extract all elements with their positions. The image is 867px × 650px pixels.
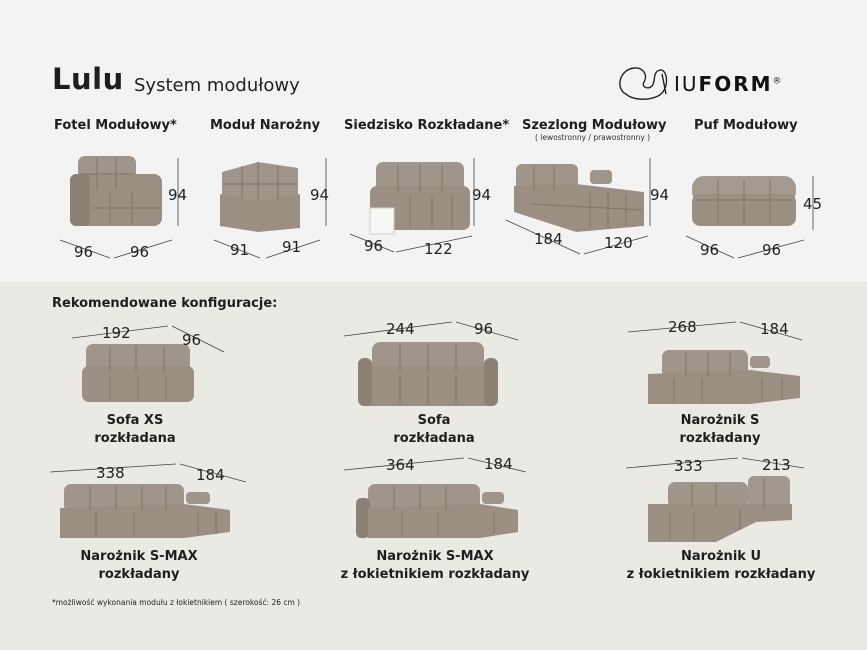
naroznik-s-max-lokietnik-dim-b: 184 <box>484 455 513 473</box>
config-naroznik-s-image <box>648 350 800 404</box>
config-name: Narożnik S-MAX <box>376 549 494 564</box>
fotel-width: 96 <box>130 243 150 261</box>
config-detail: rozkładany <box>98 567 180 582</box>
fotel-depth: 96 <box>74 243 94 261</box>
sofa-dim-b: 96 <box>474 320 494 338</box>
modules-panel <box>0 0 867 282</box>
naroznik-s-dim-b: 184 <box>760 320 789 338</box>
naroznik-u-dim-b: 213 <box>762 456 791 474</box>
szezlong-module-image <box>514 164 644 232</box>
naroznik-width: 91 <box>282 238 302 256</box>
siedzisko-module-image <box>369 162 470 235</box>
config-dimension-lines <box>49 321 805 483</box>
szezlong-depth: 184 <box>534 230 563 248</box>
config-detail: rozkładana <box>94 431 176 446</box>
config-label-naroznik-s-max: Narożnik S-MAX rozkładany <box>64 548 214 584</box>
config-sofa-image <box>358 342 498 406</box>
config-naroznik-s-max-image <box>60 484 230 538</box>
sofa-dim-a: 244 <box>386 320 415 338</box>
config-label-naroznik-u: Narożnik U z łokietnikiem rozkładany <box>606 548 836 584</box>
config-label-naroznik-s: Narożnik S rozkładany <box>650 412 790 448</box>
naroznik-s-dim-a: 268 <box>668 318 697 336</box>
page-title: Lulu <box>52 62 124 96</box>
config-name: Narożnik U <box>681 549 761 564</box>
module-title-fotel: Fotel Modułowy* <box>54 118 177 133</box>
sofa-xs-dim-b: 96 <box>182 331 202 349</box>
naroznik-s-max-lokietnik-dim-a: 364 <box>386 456 415 474</box>
config-name: Narożnik S-MAX <box>80 549 198 564</box>
config-label-sofa-xs: Sofa XS rozkładana <box>70 412 200 448</box>
config-name: Sofa <box>417 413 451 428</box>
siedzisko-height: 94 <box>472 186 492 204</box>
logo-text-prefix: IU <box>674 72 699 96</box>
config-detail: rozkładany <box>679 431 761 446</box>
naroznik-depth: 91 <box>230 241 250 259</box>
config-name: Narożnik S <box>680 413 760 428</box>
module-title-siedzisko: Siedzisko Rozkładane* <box>344 118 510 133</box>
brand-logo: IUFORM® <box>614 60 824 104</box>
puf-height: 45 <box>803 195 823 213</box>
configurations-title: Rekomendowane konfiguracje: <box>52 296 278 311</box>
module-title-puf: Puf Modułowy <box>694 118 798 133</box>
config-label-naroznik-s-max-lokietnik: Narożnik S-MAX z łokietnikiem rozkładany <box>320 548 550 584</box>
naroznik-height: 94 <box>310 186 330 204</box>
logo-registered: ® <box>772 76 784 87</box>
puf-width: 96 <box>762 241 782 259</box>
fotel-height: 94 <box>168 186 188 204</box>
config-name: Sofa XS <box>106 413 164 428</box>
config-naroznik-u-image <box>648 476 792 542</box>
siedzisko-width: 122 <box>424 240 453 258</box>
module-title-szezlong: Szezlong Modułowy <box>522 118 667 133</box>
puf-depth: 96 <box>700 241 720 259</box>
module-note-szezlong: ( lewostronny / prawostronny ) <box>535 133 651 142</box>
config-detail: z łokietnikiem rozkładany <box>340 567 530 582</box>
sofa-xs-dim-a: 192 <box>102 324 131 342</box>
siedzisko-depth: 96 <box>364 237 384 255</box>
config-sofa-xs-image <box>82 344 194 402</box>
szezlong-height: 94 <box>650 186 670 204</box>
config-detail: rozkładana <box>393 431 475 446</box>
footnote: *możliwość wykonania modułu z łokietniki… <box>52 598 301 607</box>
szezlong-width: 120 <box>604 234 633 252</box>
config-naroznik-s-max-lokietnik-image <box>356 484 518 538</box>
config-detail: z łokietnikiem rozkładany <box>626 567 816 582</box>
module-title-naroznik: Moduł Narożny <box>210 118 321 133</box>
naroznik-s-max-dim-a: 338 <box>96 464 125 482</box>
logo-mark-icon <box>619 67 668 100</box>
fotel-module-image <box>70 156 162 226</box>
logo-text-suffix: FORM <box>698 72 773 96</box>
config-label-sofa: Sofa rozkładana <box>364 412 504 448</box>
page-subtitle: System modułowy <box>134 75 300 96</box>
naroznik-u-dim-a: 333 <box>674 457 703 475</box>
puf-module-image <box>692 176 796 226</box>
naroznik-s-max-dim-b: 184 <box>196 466 225 484</box>
module-dimension-lines <box>59 158 814 259</box>
naroznik-module-image <box>220 162 300 232</box>
